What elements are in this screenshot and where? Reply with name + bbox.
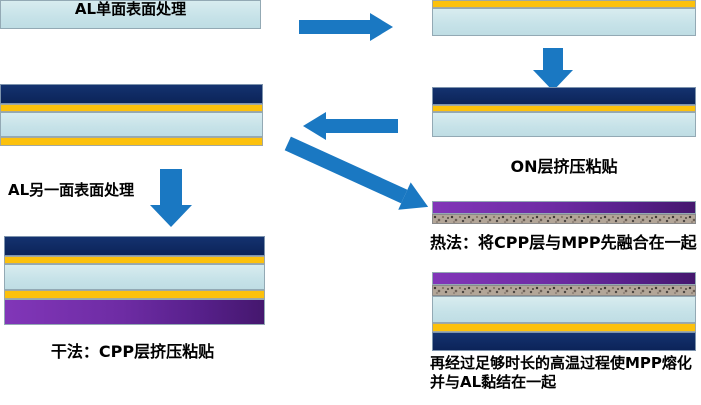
layer-mpp xyxy=(432,285,696,296)
label-heat-final: 再经过足够时长的高温过程使MPP熔化并与AL黏结在一起 xyxy=(430,354,692,391)
layer-al xyxy=(0,112,263,137)
layer-adhesive xyxy=(432,105,696,112)
layer-on xyxy=(0,84,263,104)
layer-mpp xyxy=(432,214,696,224)
stack-dry-laminate xyxy=(4,236,265,325)
arrow-diagonal-icon xyxy=(282,129,435,221)
layer-al xyxy=(432,112,696,137)
stack-on-laminated xyxy=(432,87,696,137)
label-al-one-side: AL单面表面处理 xyxy=(74,0,187,18)
stack-cpp-mpp-fused xyxy=(432,201,696,224)
layer-cpp xyxy=(4,299,265,325)
layer-adhesive xyxy=(0,137,263,146)
layer-on xyxy=(432,87,696,105)
label-heat-cpp-mpp: 热法：将CPP层与MPP先融合在一起 xyxy=(430,233,697,252)
stack-al-treated xyxy=(432,0,696,36)
stack-al-both-treated xyxy=(0,84,263,146)
layer-cpp xyxy=(432,272,696,285)
layer-al xyxy=(432,8,696,36)
layer-adhesive xyxy=(4,256,265,264)
layer-adhesive xyxy=(432,0,696,8)
layer-on xyxy=(4,236,265,256)
layer-adhesive xyxy=(432,323,696,332)
layer-al xyxy=(4,264,265,290)
layer-al xyxy=(0,0,261,29)
layer-cpp xyxy=(432,201,696,214)
stack-al-foil xyxy=(0,0,261,29)
stack-heat-final xyxy=(432,272,696,351)
layer-al xyxy=(432,296,696,323)
label-al-other-side: AL另一面表面处理 xyxy=(8,181,135,199)
layer-adhesive xyxy=(4,290,265,299)
layer-on xyxy=(432,332,696,351)
label-dry-cpp: 干法：CPP层挤压粘贴 xyxy=(50,342,215,361)
label-on-laminate: ON层挤压粘贴 xyxy=(510,157,618,176)
layer-adhesive xyxy=(0,104,263,112)
